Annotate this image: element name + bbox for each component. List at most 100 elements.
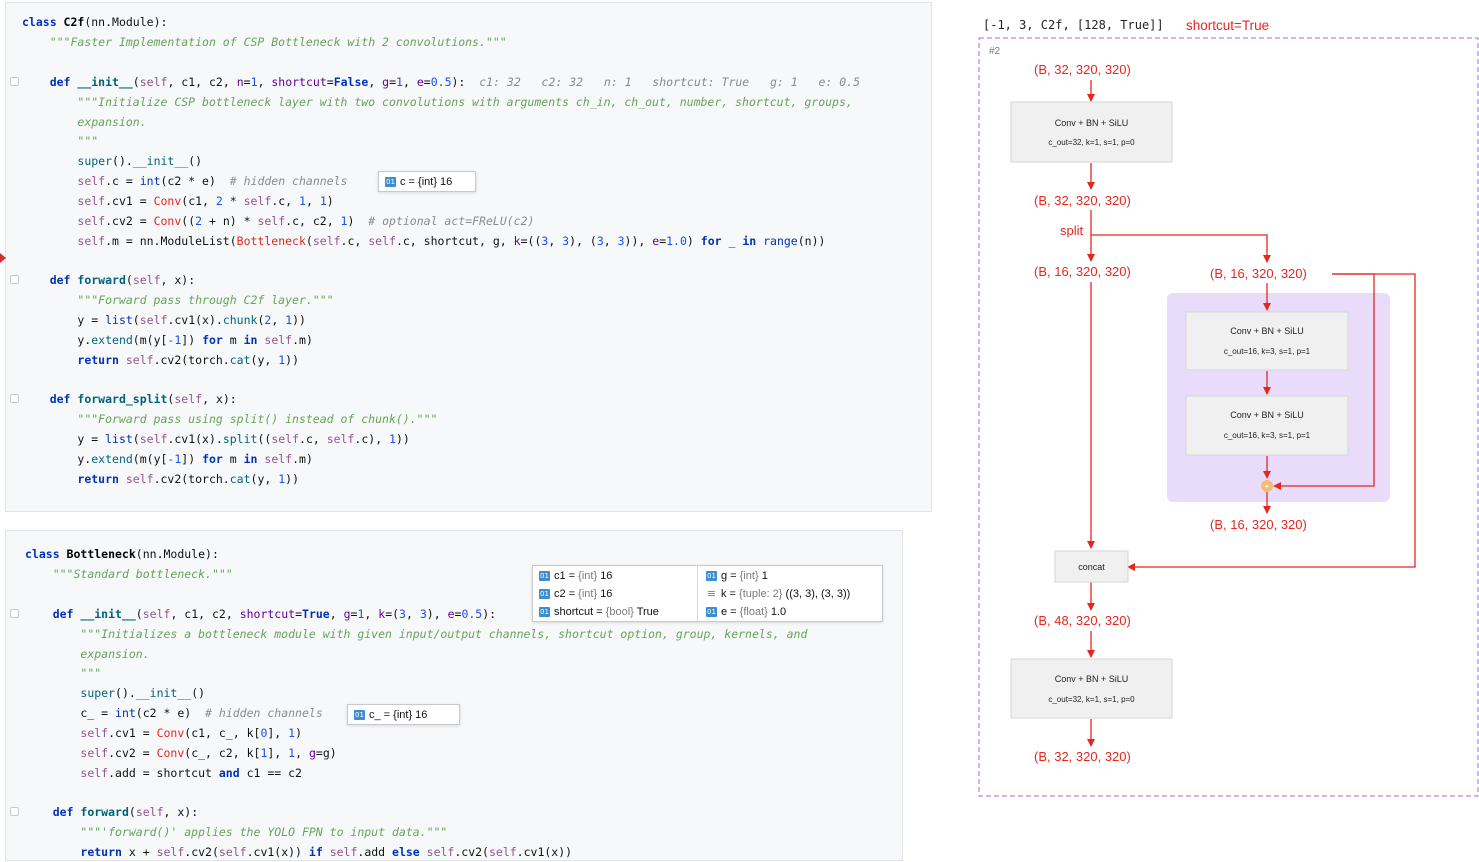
code-token: self <box>257 214 286 228</box>
code-token: Conv <box>156 746 185 760</box>
debug-var-value: 16 <box>600 570 613 582</box>
code-token: )) <box>395 432 410 446</box>
code-line[interactable]: self.c = int(c2 * e) # hidden channels <box>22 171 347 191</box>
code-token: 1 <box>396 75 403 89</box>
code-token: 3 <box>419 607 427 621</box>
code-token: def <box>49 75 78 89</box>
code-line[interactable]: """Initialize CSP bottleneck layer with … <box>22 92 852 112</box>
code-token: )), <box>624 234 653 248</box>
code-line[interactable]: y.extend(m(y[-1]) for m in self.m) <box>22 449 313 469</box>
code-token: x + <box>121 845 157 859</box>
code-token: .cv2 = <box>108 746 157 760</box>
code-token: c1 == c2 <box>239 766 302 780</box>
code-token: , x): <box>163 805 199 819</box>
code-line[interactable]: y = list(self.cv1(x).chunk(2, 1)) <box>22 310 306 330</box>
code-token: self <box>80 726 109 740</box>
code-line[interactable]: class Bottleneck(nn.Module): <box>25 544 219 564</box>
code-token: 0 <box>260 726 268 740</box>
debug-var-type: {tuple: 2} <box>739 588 786 600</box>
code-token: self <box>139 432 168 446</box>
code-token: = <box>659 234 667 248</box>
code-token: 1 <box>278 472 286 486</box>
code-line[interactable]: """Faster Implementation of CSP Bottlene… <box>22 32 507 52</box>
code-line[interactable]: """Forward pass through C2f layer.""" <box>22 290 334 310</box>
code-token: .cv2(torch. <box>153 472 230 486</box>
code-token: ), ( <box>569 234 597 248</box>
code-line[interactable]: def forward(self, x): <box>22 270 195 290</box>
code-token: # hidden channels <box>229 174 348 188</box>
code-line[interactable]: """Initializes a bottleneck module with … <box>25 624 807 644</box>
code-token: in <box>243 452 265 466</box>
code-token: return <box>77 472 126 486</box>
code-line[interactable]: class C2f(nn.Module): <box>22 12 167 32</box>
code-token: self <box>218 845 247 859</box>
code-line[interactable]: def __init__(self, c1, c2, shortcut=True… <box>25 604 496 624</box>
code-line[interactable]: self.cv1 = Conv(c1, c_, k[0], 1) <box>25 723 302 743</box>
code-line[interactable]: def forward(self, x): <box>25 802 198 822</box>
code-line[interactable]: """'forward()' applies the YOLO FPN to i… <box>25 822 447 842</box>
code-line[interactable]: """Forward pass using split() instead of… <box>22 409 437 429</box>
fold-toggle-icon[interactable] <box>10 77 19 86</box>
code-line[interactable]: expansion. <box>25 644 149 664</box>
fold-toggle-icon[interactable] <box>10 275 19 284</box>
variable-icon: 01 <box>539 589 550 600</box>
code-token: (( <box>257 432 272 446</box>
code-token: .m) <box>292 452 313 466</box>
code-line[interactable]: self.add = shortcut and c1 == c2 <box>25 763 302 783</box>
fold-toggle-icon[interactable] <box>10 609 19 618</box>
code-line[interactable]: expansion. <box>22 112 146 132</box>
code-token: __init__ <box>80 607 136 621</box>
code-token: .c = <box>105 174 140 188</box>
concat-box: concat <box>1054 550 1129 583</box>
fold-toggle-icon[interactable] <box>10 394 19 403</box>
split-label: split <box>1060 223 1084 238</box>
code-line[interactable]: def forward_split(self, x): <box>22 389 237 409</box>
code-line[interactable]: y.extend(m(y[-1]) for m in self.m) <box>22 330 313 350</box>
code-line[interactable]: self.cv2 = Conv((2 + n) * self.c, c2, 1)… <box>22 211 534 231</box>
code-line[interactable]: return x + self.cv2(self.cv1(x)) if self… <box>25 842 572 862</box>
code-line[interactable]: return self.cv2(torch.cat(y, 1)) <box>22 350 299 370</box>
code-token: )) <box>292 313 306 327</box>
debug-var-type: {int} <box>578 588 601 600</box>
code-token: , <box>305 194 320 208</box>
code-line[interactable]: super().__init__() <box>22 151 202 171</box>
debug-var-row[interactable]: ≡k = {tuple: 2} ((3, 3), (3, 3)) <box>706 585 850 603</box>
code-panel-c2f[interactable] <box>5 2 932 512</box>
code-token: """Forward pass through C2f layer.""" <box>77 293 334 307</box>
code-line[interactable]: return self.cv2(torch.cat(y, 1)) <box>22 469 299 489</box>
tooltip-c_-text: c_ = {int} 16 <box>369 709 428 721</box>
code-token: = <box>243 75 251 89</box>
code-token: ]) <box>181 452 203 466</box>
code-line[interactable]: """Standard bottleneck.""" <box>25 564 233 584</box>
code-line[interactable]: """ <box>25 663 101 683</box>
variable-icon: 01 <box>354 710 365 721</box>
debug-var-name: c1 = <box>554 570 579 582</box>
debug-var-type: {float} <box>739 606 771 618</box>
code-token: , <box>402 75 417 89</box>
variable-icon: 01 <box>539 607 550 618</box>
code-line[interactable]: self.m = nn.ModuleList(Bottleneck(self.c… <box>22 231 825 251</box>
code-line[interactable]: """ <box>22 131 98 151</box>
code-line[interactable]: self.cv1 = Conv(c1, 2 * self.c, 1, 1) <box>22 191 333 211</box>
code-line[interactable]: c_ = int(c2 * e) # hidden channels <box>25 703 322 723</box>
code-token: for <box>202 333 223 347</box>
code-line[interactable]: y = list(self.cv1(x).split((self.c, self… <box>22 429 410 449</box>
code-token: 1 <box>357 607 365 621</box>
conv-box-title: Conv + BN + SiLU <box>1230 410 1304 420</box>
code-token: ( <box>132 75 140 89</box>
fold-toggle-icon[interactable] <box>10 807 19 816</box>
conv-box-title: Conv + BN + SiLU <box>1055 118 1129 128</box>
code-token: , x): <box>202 392 237 406</box>
code-line[interactable]: def __init__(self, c1, c2, n=1, shortcut… <box>22 72 860 92</box>
code-token: = <box>389 75 397 89</box>
code-token: self <box>488 845 517 859</box>
code-line[interactable]: super().__init__() <box>25 683 205 703</box>
code-line[interactable]: self.cv2 = Conv(c_, c2, k[1], 1, g=g) <box>25 743 336 763</box>
code-token: e <box>652 234 660 248</box>
code-token: .c, shortcut, g, <box>395 234 514 248</box>
